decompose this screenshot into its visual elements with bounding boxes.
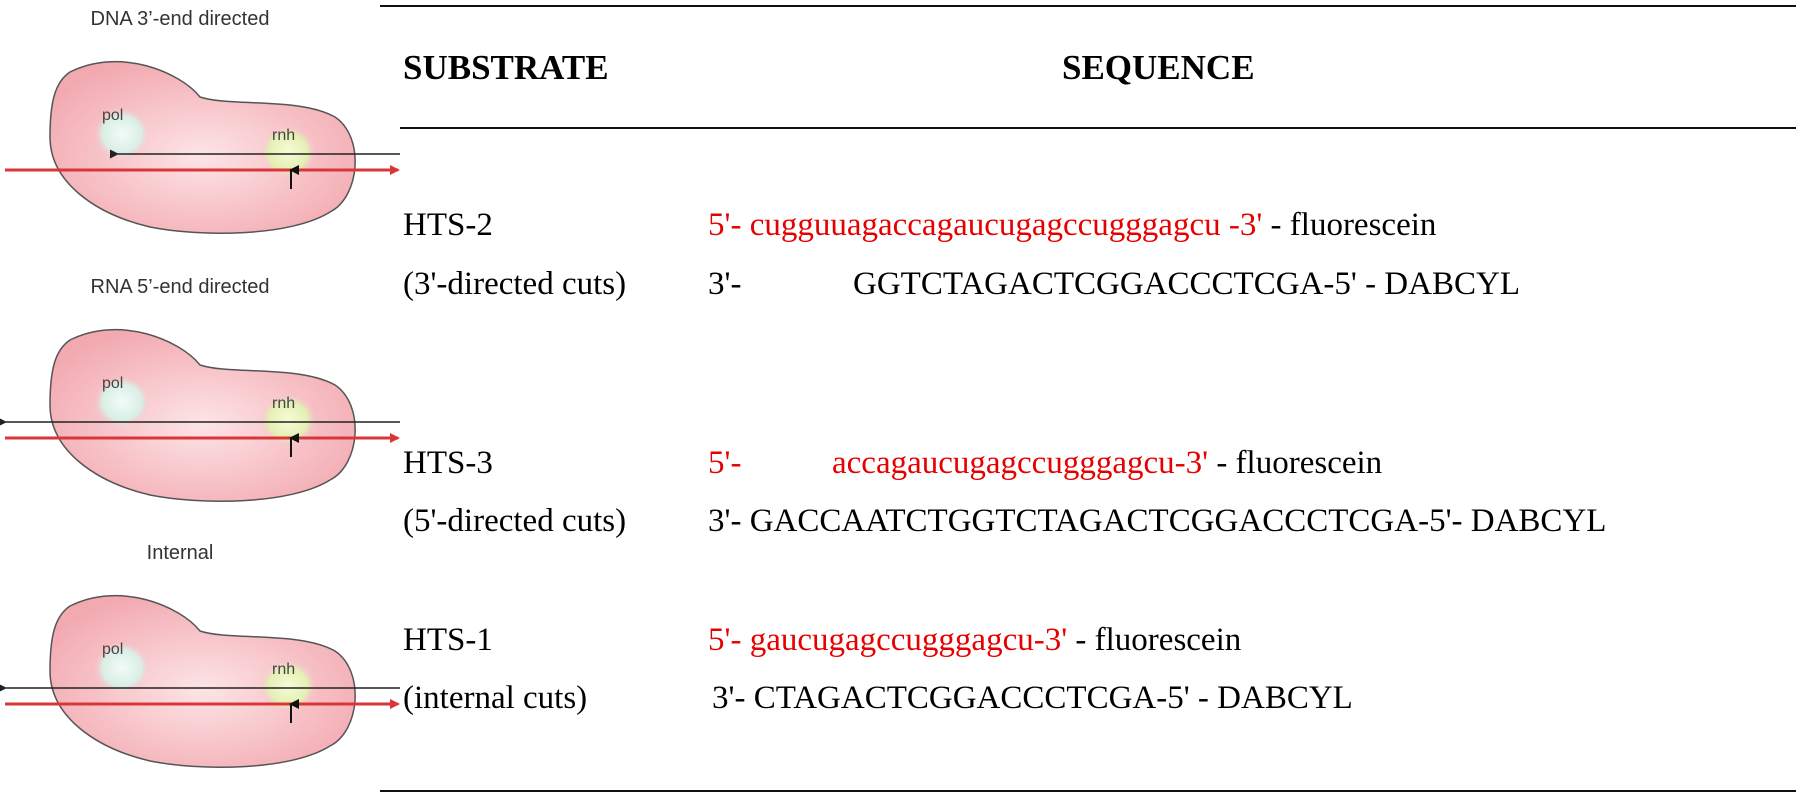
rna-label: - fluorescein (1262, 207, 1437, 243)
panel-dna-3-end-directed: DNA 3’-end directed pol rnh (0, 0, 405, 234)
rnh-site (260, 660, 316, 712)
rna-strand-sequence: 5'- gaucugagccugggagcu-3' - fluorescein (708, 622, 1241, 659)
enzyme-diagram: pol rnh (0, 328, 400, 502)
pol-label: pol (102, 375, 123, 392)
pol-site (94, 642, 150, 694)
rna-label: - fluorescein (1208, 445, 1383, 481)
panel-title: Internal (146, 542, 214, 564)
rna-strand-prefix: 5'- (708, 445, 742, 481)
panel-internal: Internal pol rnh (0, 536, 405, 768)
enzyme-blob (49, 594, 356, 768)
pol-label: pol (102, 107, 123, 124)
pol-site (94, 376, 150, 428)
enzyme-diagram: pol rnh (5, 60, 400, 234)
dna-sequence: GACCAATCTGGTCTAGACTCGGACCCTCGA-5'- DABCY… (749, 503, 1607, 539)
rnh-label: rnh (272, 661, 295, 678)
dna-strand-sequence: GGTCTAGACTCGGACCCTCGA-5' - DABCYL (853, 266, 1520, 302)
enzyme-blob (49, 60, 356, 234)
rnh-label: rnh (272, 127, 295, 144)
substrate-name: HTS-1 (403, 622, 493, 658)
table-header-rule (400, 127, 1796, 129)
pol-site (94, 108, 150, 160)
rnh-site (260, 126, 316, 178)
substrate-name: HTS-3 (403, 445, 493, 481)
rna-sequence: gaucugagccugggagcu-3' (749, 622, 1068, 658)
rna-prefix: 5'- (708, 622, 750, 658)
dna-sequence: CTAGACTCGGACCCTCGA-5' - DABCYL (753, 680, 1353, 716)
substrate-cut-type: (5'-directed cuts) (403, 503, 627, 539)
table-bottom-rule (380, 790, 1796, 792)
rnh-label: rnh (272, 395, 295, 412)
dna-prefix: 3'- (712, 680, 754, 716)
rna-prefix: 5'- (708, 207, 750, 243)
dna-strand-prefix: 3'- (708, 266, 742, 302)
panel-rna-5-end-directed: RNA 5’-end directed pol rnh (0, 268, 405, 502)
rna-label: - fluorescein (1067, 622, 1242, 658)
substrate-cut-type: (internal cuts) (403, 680, 588, 716)
rnh-site (260, 394, 316, 446)
rna-sequence: accagaucugagccugggagcu-3' (832, 445, 1209, 481)
dna-strand-sequence: 3'- CTAGACTCGGACCCTCGA-5' - DABCYL (712, 680, 1353, 717)
rna-strand-sequence: 5'- cugguuagaccagaucugagccugggagcu -3' -… (708, 207, 1436, 244)
header-sequence: SEQUENCE (1062, 48, 1255, 87)
panel-title: RNA 5’-end directed (90, 276, 270, 298)
enzyme-blob (49, 328, 356, 502)
table-top-rule (380, 5, 1796, 7)
dna-strand-sequence: 3'- GACCAATCTGGTCTAGACTCGGACCCTCGA-5'- D… (708, 503, 1606, 540)
enzyme-diagram: pol rnh (0, 594, 400, 768)
pol-label: pol (102, 641, 123, 658)
header-substrate: SUBSTRATE (403, 48, 609, 87)
substrate-cut-type: (3'-directed cuts) (403, 266, 627, 302)
panel-title: DNA 3’-end directed (90, 8, 270, 30)
dna-prefix: 3'- (708, 503, 750, 539)
rna-strand-sequence: accagaucugagccugggagcu-3' - fluorescein (832, 445, 1382, 482)
substrate-name: HTS-2 (403, 207, 493, 243)
rna-sequence: cugguuagaccagaucugagccugggagcu -3' (749, 207, 1263, 243)
